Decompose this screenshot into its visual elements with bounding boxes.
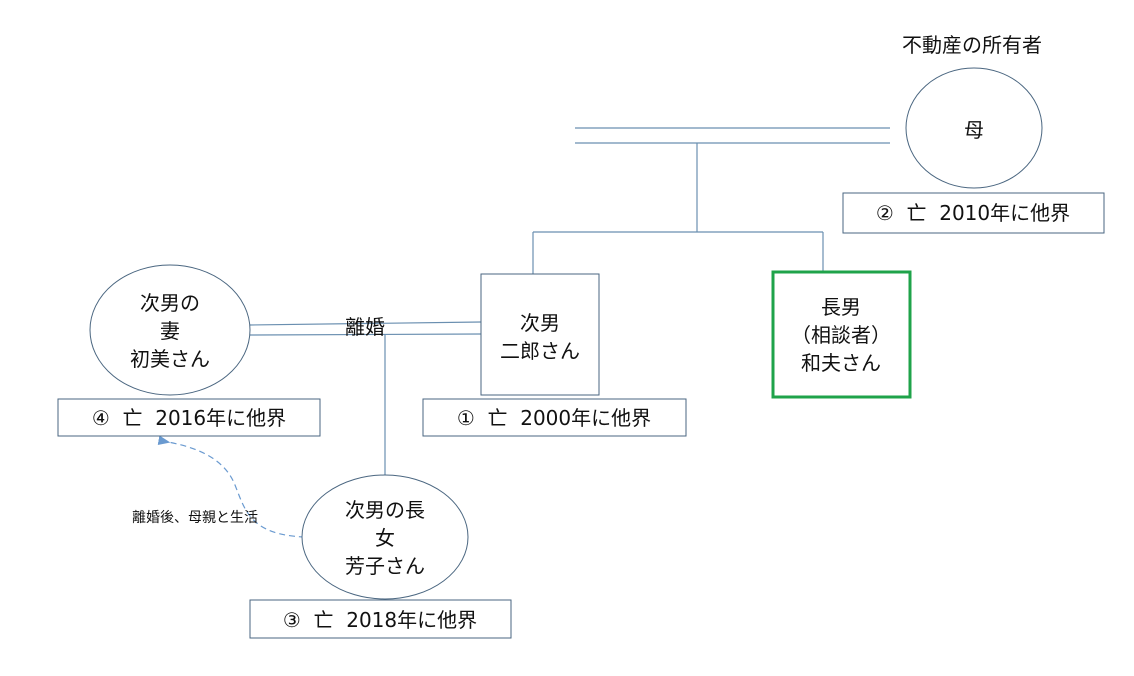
wife-node	[89, 264, 251, 396]
jiro-node	[480, 273, 600, 396]
wife-label-1: 次男の	[140, 291, 200, 315]
daughter-status-box	[249, 599, 512, 639]
wife-label-3: 初美さん	[130, 347, 210, 371]
kazuo-label-1: 長男	[821, 295, 861, 319]
daughter-label-3: 芳子さん	[345, 554, 425, 578]
kazuo-label-3: 和夫さん	[801, 351, 881, 375]
jiro-label-2: 二郎さん	[500, 339, 580, 363]
divorce-line-bottom	[249, 333, 482, 336]
divorce-line-top	[249, 321, 482, 326]
kazuo-node	[771, 270, 912, 399]
daughter-status: ③ 亡 2018年に他界	[283, 608, 477, 632]
wife-status: ④ 亡 2016年に他界	[92, 406, 286, 430]
daughter-label-1: 次男の長	[345, 498, 425, 522]
living-with-mother-arrow	[157, 435, 306, 538]
daughter-label-2: 女	[375, 526, 395, 550]
jiro-status-box	[422, 398, 687, 437]
kazuo-label-2: （相談者）	[791, 323, 891, 347]
arrow-label: 離婚後、母親と生活	[132, 509, 258, 526]
mother-node	[905, 67, 1043, 189]
divorce-label: 離婚	[345, 315, 385, 339]
mother-status: ② 亡 2010年に他界	[876, 201, 1070, 225]
owner-title: 不動産の所有者	[902, 33, 1042, 57]
wife-label-2: 妻	[160, 319, 180, 343]
wife-status-box	[57, 398, 321, 437]
jiro-label-1: 次男	[520, 311, 560, 335]
mother-status-box	[842, 192, 1105, 234]
mother-label: 母	[964, 118, 984, 142]
daughter-node	[301, 474, 469, 600]
jiro-status: ① 亡 2000年に他界	[457, 406, 651, 430]
